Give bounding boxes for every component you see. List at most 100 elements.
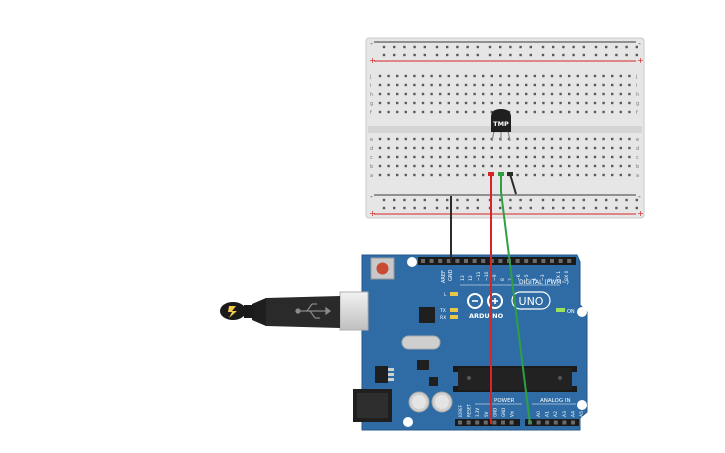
terminal-hole[interactable] (611, 110, 614, 114)
terminal-hole[interactable] (619, 110, 622, 114)
terminal-hole[interactable] (378, 74, 382, 78)
temperature-sensor[interactable]: TMP (491, 109, 511, 142)
terminal-hole[interactable] (490, 155, 493, 159)
terminal-hole[interactable] (576, 137, 579, 141)
terminal-hole[interactable] (559, 164, 562, 168)
terminal-hole[interactable] (568, 155, 571, 159)
terminal-hole[interactable] (628, 92, 631, 96)
terminal-hole[interactable] (387, 164, 390, 168)
terminal-hole[interactable] (378, 173, 382, 177)
rail-hole[interactable] (529, 45, 532, 49)
terminal-hole[interactable] (473, 137, 476, 141)
terminal-hole[interactable] (447, 110, 450, 114)
rail-hole[interactable] (382, 45, 386, 49)
terminal-hole[interactable] (559, 173, 562, 177)
rail-hole[interactable] (466, 53, 469, 57)
terminal-hole[interactable] (421, 74, 425, 78)
rail-hole[interactable] (615, 198, 618, 202)
terminal-hole[interactable] (550, 110, 554, 114)
rail-hole[interactable] (509, 198, 512, 202)
terminal-hole[interactable] (421, 83, 425, 87)
header-pin-hole[interactable] (524, 259, 529, 263)
rail-hole[interactable] (435, 45, 439, 49)
terminal-hole[interactable] (378, 146, 382, 150)
terminal-hole[interactable] (490, 92, 493, 96)
rail-hole[interactable] (541, 45, 545, 49)
terminal-hole[interactable] (628, 137, 631, 141)
terminal-hole[interactable] (516, 173, 519, 177)
terminal-hole[interactable] (421, 164, 425, 168)
terminal-hole[interactable] (525, 110, 528, 114)
rail-hole[interactable] (519, 45, 522, 49)
terminal-hole[interactable] (456, 155, 459, 159)
terminal-hole[interactable] (413, 173, 416, 177)
terminal-hole[interactable] (396, 155, 399, 159)
rail-hole[interactable] (423, 53, 426, 57)
terminal-hole[interactable] (611, 164, 614, 168)
terminal-hole[interactable] (542, 173, 545, 177)
rail-hole[interactable] (519, 198, 522, 202)
rail-hole[interactable] (509, 45, 512, 49)
terminal-hole[interactable] (490, 74, 493, 78)
terminal-hole[interactable] (456, 83, 459, 87)
terminal-hole[interactable] (413, 155, 416, 159)
terminal-hole[interactable] (619, 137, 622, 141)
terminal-hole[interactable] (550, 146, 554, 150)
terminal-hole[interactable] (404, 83, 407, 87)
rail-hole[interactable] (529, 206, 532, 210)
rail-hole[interactable] (413, 53, 416, 57)
rail-hole[interactable] (519, 206, 522, 210)
terminal-hole[interactable] (430, 137, 433, 141)
terminal-hole[interactable] (396, 146, 399, 150)
terminal-hole[interactable] (430, 110, 433, 114)
rail-hole[interactable] (382, 198, 386, 202)
terminal-hole[interactable] (619, 101, 622, 105)
terminal-hole[interactable] (593, 83, 597, 87)
terminal-hole[interactable] (387, 155, 390, 159)
terminal-hole[interactable] (473, 155, 476, 159)
terminal-hole[interactable] (533, 74, 536, 78)
terminal-hole[interactable] (628, 74, 631, 78)
terminal-hole[interactable] (490, 101, 493, 105)
terminal-hole[interactable] (576, 74, 579, 78)
terminal-hole[interactable] (473, 74, 476, 78)
rail-hole[interactable] (466, 45, 469, 49)
terminal-hole[interactable] (464, 101, 468, 105)
rail-hole[interactable] (635, 198, 638, 202)
terminal-hole[interactable] (396, 101, 399, 105)
terminal-hole[interactable] (525, 83, 528, 87)
terminal-hole[interactable] (550, 92, 554, 96)
terminal-hole[interactable] (602, 146, 605, 150)
rail-hole[interactable] (562, 53, 565, 57)
terminal-hole[interactable] (413, 164, 416, 168)
rail-hole[interactable] (476, 53, 479, 57)
header-pin-hole[interactable] (472, 259, 477, 263)
terminal-hole[interactable] (499, 92, 502, 96)
terminal-hole[interactable] (568, 173, 571, 177)
rail-hole[interactable] (582, 53, 585, 57)
terminal-hole[interactable] (550, 155, 554, 159)
terminal-hole[interactable] (482, 110, 485, 114)
terminal-hole[interactable] (447, 173, 450, 177)
rail-hole[interactable] (476, 45, 479, 49)
terminal-hole[interactable] (516, 155, 519, 159)
power-pin-hole[interactable] (475, 420, 480, 425)
terminal-hole[interactable] (507, 155, 511, 159)
rail-hole[interactable] (466, 198, 469, 202)
rail-hole[interactable] (456, 45, 459, 49)
terminal-hole[interactable] (482, 92, 485, 96)
rail-hole[interactable] (562, 45, 565, 49)
terminal-hole[interactable] (525, 74, 528, 78)
rail-hole[interactable] (625, 198, 628, 202)
terminal-hole[interactable] (559, 74, 562, 78)
rail-hole[interactable] (456, 206, 459, 210)
rail-hole[interactable] (615, 53, 618, 57)
terminal-hole[interactable] (619, 83, 622, 87)
rail-hole[interactable] (635, 45, 638, 49)
rail-hole[interactable] (403, 198, 406, 202)
terminal-hole[interactable] (602, 164, 605, 168)
terminal-hole[interactable] (628, 164, 631, 168)
rail-hole[interactable] (435, 198, 439, 202)
terminal-hole[interactable] (542, 110, 545, 114)
